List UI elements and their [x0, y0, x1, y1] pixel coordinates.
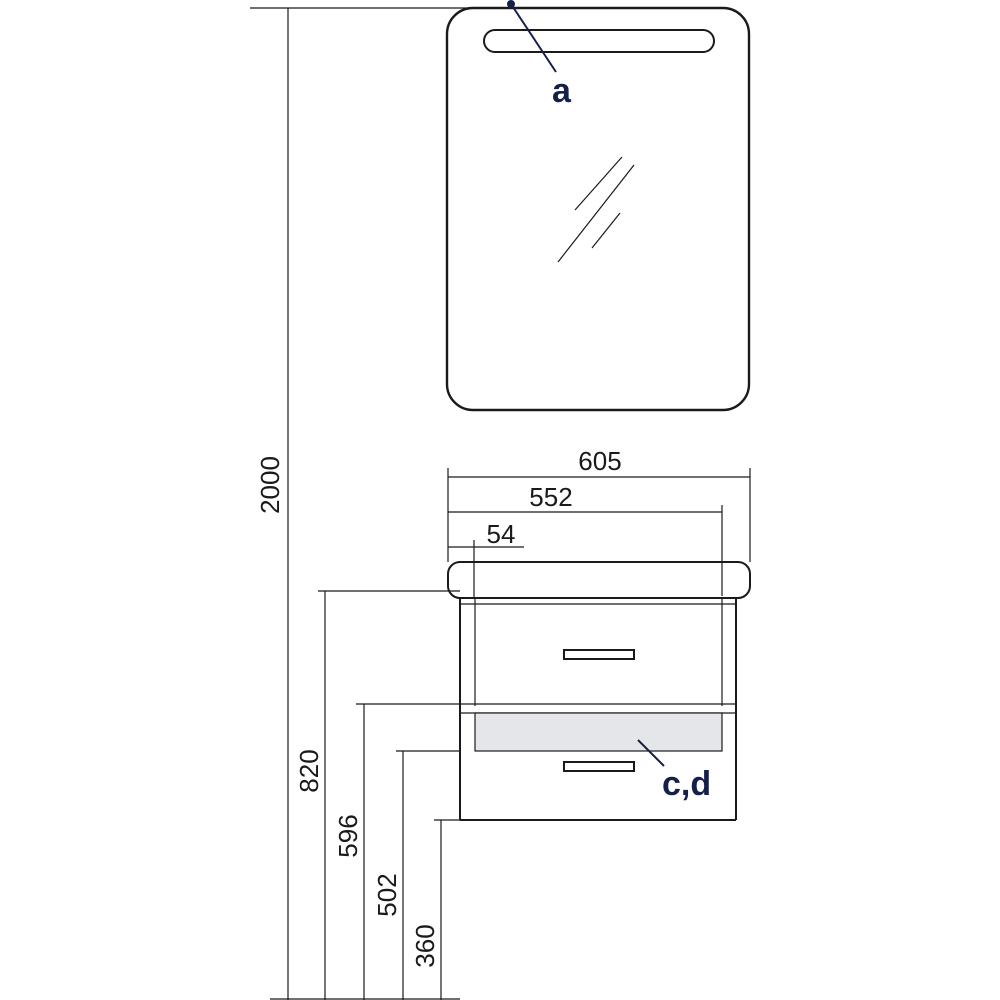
mirror	[445, 6, 751, 412]
lower-drawer-handle	[563, 761, 635, 772]
washbasin-top	[447, 561, 751, 599]
label-54: 54	[487, 519, 516, 549]
label-552: 552	[529, 482, 572, 512]
mirror-frame	[445, 6, 751, 412]
upper-drawer-handle	[563, 649, 635, 660]
mirror-reflection-icon	[557, 156, 635, 263]
callout-a: a	[507, 0, 572, 110]
label-360: 360	[410, 924, 440, 967]
callout-a-leader	[510, 3, 557, 73]
dimension-820: 820	[294, 590, 460, 1000]
dimension-54: 54	[448, 519, 524, 598]
mirror-light-bar	[483, 29, 715, 53]
label-820: 820	[294, 749, 324, 792]
vanity-cabinet	[447, 561, 751, 821]
callout-a-label: a	[552, 72, 572, 110]
callout-cd: c,d	[637, 739, 711, 803]
callout-cd-leader	[637, 739, 665, 767]
dimension-2000: 2000	[250, 7, 500, 1000]
callout-cd-label: c,d	[662, 765, 711, 803]
dimension-502: 502	[372, 750, 460, 1000]
label-2000: 2000	[255, 456, 285, 514]
label-596: 596	[333, 814, 363, 857]
open-shelf	[474, 712, 723, 752]
dimension-605: 605	[447, 446, 751, 562]
dimension-552: 552	[448, 482, 723, 596]
label-605: 605	[578, 446, 621, 476]
label-502: 502	[372, 873, 402, 916]
dimension-596: 596	[333, 703, 460, 1000]
dimension-360: 360	[410, 819, 460, 1000]
